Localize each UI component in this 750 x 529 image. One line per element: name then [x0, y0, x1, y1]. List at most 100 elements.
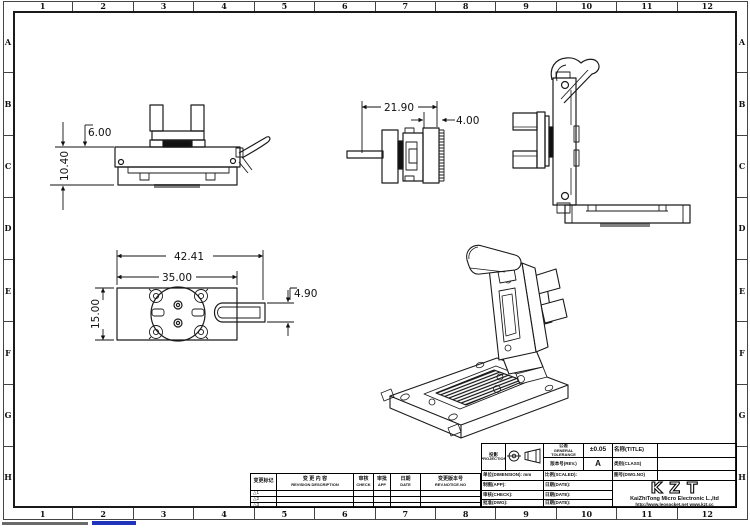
grid-col-label: 3 [134, 1, 195, 11]
dwg-no-label: 图号(DWG.NO) [613, 471, 658, 481]
grid-col-label: 8 [436, 1, 497, 11]
grid-row-label: C [737, 136, 747, 198]
view-front [114, 104, 271, 188]
dim-front-height: 10.40 [59, 151, 71, 181]
scale-label: 比例(SCALED): [544, 471, 613, 481]
rev-row-cell [374, 497, 391, 503]
view-top-dimensions [95, 250, 297, 341]
dwg-no-value [658, 471, 736, 481]
grid-row-label: H [738, 472, 746, 483]
projection-cell: 投影 PROJECTION [482, 444, 506, 471]
rev-row-cell [391, 503, 421, 507]
approve-label: 批准(DWG): [482, 500, 544, 507]
grid-row-label: A [737, 11, 747, 74]
tolerance-label: 公差 GENERAL TOLERANCE [544, 444, 584, 458]
grid-row-label: B [737, 73, 747, 136]
grid-col-label: 8 [436, 508, 497, 519]
grid-col-label: 1 [13, 1, 74, 11]
rev-row-mark: △3 [251, 503, 277, 507]
projection-symbol-icon [507, 448, 541, 464]
rev-row-cell [374, 491, 391, 497]
dim-side-width: 21.90 [384, 102, 414, 114]
rev-row-cell [421, 503, 480, 507]
rev-row-cell [421, 497, 480, 503]
company-cell: KZT KaiZhiTong Micro Electronic L.,ltd h… [613, 481, 736, 507]
grid-row-label: B [3, 73, 13, 136]
rev-row-cell [421, 491, 480, 497]
rev-row-cell [277, 491, 354, 497]
class-label: 类别(CLASS) [613, 458, 658, 471]
rev-header-mark: 变更标记 [251, 474, 277, 491]
dim-side-depth: 4.00 [456, 115, 479, 127]
grid-col-label: 1 [13, 508, 74, 519]
watermark-text [2, 522, 88, 525]
title-label: 名称(TITLE) [613, 444, 658, 458]
class-value [658, 458, 736, 471]
date-label-3: 日期(DATE): [544, 500, 613, 507]
grid-col-label: 11 [617, 1, 678, 11]
grid-col-label: 10 [557, 1, 618, 11]
draw-label: 制图(APP): [482, 481, 544, 491]
grid-col-label: 6 [315, 508, 376, 519]
company-name: KaiZhiTong Micro Electronic L.,ltd [630, 495, 719, 502]
grid-row-label: A [3, 11, 13, 74]
grid-col-label: 3 [134, 508, 195, 519]
rev-row-cell [277, 497, 354, 503]
grid-col-label: 5 [255, 1, 316, 11]
grid-col-label: 9 [496, 508, 557, 519]
title-block: 投影 PROJECTION 公差 GENERAL TOLERANCE ±0.05… [481, 443, 737, 508]
grid-col-label: 5 [255, 508, 316, 519]
view-front-dimensions [50, 122, 114, 210]
rev-row-mark: △2 [251, 497, 277, 503]
grid-row-label: H [4, 472, 12, 483]
grid-col-label: 12 [701, 508, 713, 519]
grid-col-label: 2 [73, 1, 134, 11]
dim-top-overall: 42.41 [174, 251, 204, 263]
grid-col-label: 12 [701, 1, 713, 11]
grid-row-label: D [737, 198, 747, 260]
dim-top-height: 15.00 [90, 299, 102, 329]
grid-row-label: E [3, 260, 13, 323]
rev-row-mark: △1 [251, 491, 277, 497]
rev-row-cell [354, 491, 374, 497]
grid-col-label: 6 [315, 1, 376, 11]
date-label-1: 日期(DATE): [544, 481, 613, 491]
check-label: 审核(CHECK): [482, 491, 544, 500]
rev-row-cell [277, 503, 354, 507]
grid-col-label: 10 [557, 508, 618, 519]
unit-label: 单位(DIMENSION): mm [482, 471, 544, 481]
view-side [346, 127, 445, 184]
projection-symbol-cell [506, 444, 544, 471]
grid-row-label: G [737, 385, 747, 447]
view-side-dimensions [361, 101, 455, 153]
view-open-side [512, 57, 691, 227]
rev-value: A [584, 458, 613, 471]
watermark-link[interactable] [92, 521, 136, 525]
grid-col-label: 7 [376, 1, 436, 11]
company-website: http://www.leosocket.net www.kzt.cc [635, 502, 714, 507]
grid-col-label: 4 [194, 508, 255, 519]
dim-top-lever: 4.90 [294, 288, 317, 300]
date-label-2: 日期(DATE): [544, 491, 613, 500]
rev-label: 版本号(REV.) [544, 458, 584, 471]
grid-col-label: 9 [496, 1, 557, 11]
grid-col-label: 2 [73, 508, 134, 519]
grid-row-label: C [3, 136, 13, 198]
rev-row-cell [391, 491, 421, 497]
rev-row-cell [391, 497, 421, 503]
grid-row-label: D [3, 198, 13, 260]
grid-row-label: E [737, 260, 747, 323]
grid-row-label: G [3, 385, 13, 447]
grid-row-label: F [3, 322, 13, 385]
grid-col-label: 11 [617, 508, 678, 519]
dim-front-top: 6.00 [88, 127, 111, 139]
